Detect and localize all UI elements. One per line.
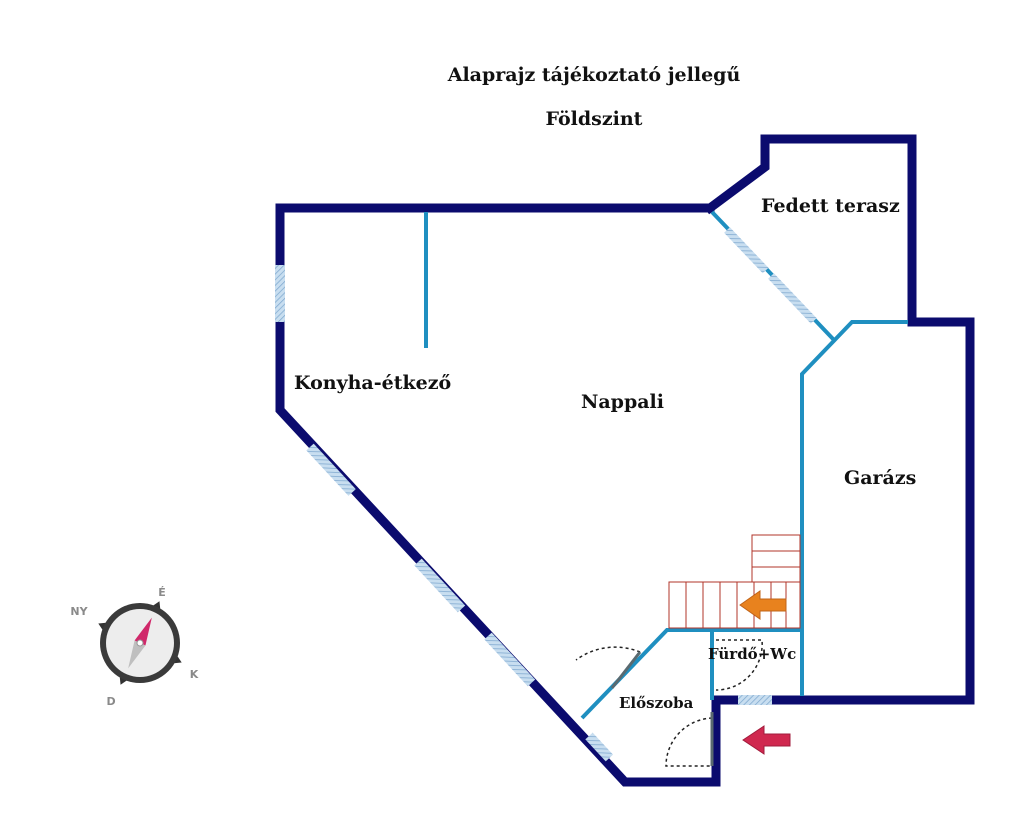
bathroom-door-swing: [715, 639, 763, 691]
entry-door-swing: [665, 717, 713, 767]
window-west: [275, 265, 285, 322]
window-sw-3: [484, 632, 536, 687]
hall-wall: [580, 628, 802, 720]
window-terrace-1: [724, 227, 769, 274]
compass-south-label: D: [106, 695, 115, 708]
plan-title: Alaprajz tájékoztató jellegű: [447, 64, 741, 86]
stairs-arrow: [739, 590, 787, 620]
floor-label: Földszint: [545, 108, 643, 130]
compass-needle-south: [128, 640, 146, 669]
main-outer-wall: [275, 134, 975, 787]
room-label-bathroom: Fürdő+Wc: [708, 645, 797, 663]
compass-west-label: NY: [70, 605, 88, 618]
room-label-garage: Garázs: [844, 467, 917, 489]
outer-walls: [275, 134, 975, 787]
room-label-living: Nappali: [581, 391, 664, 413]
window-sw-2: [414, 558, 466, 613]
window-bathroom: [738, 695, 772, 705]
room-label-kitchen: Konyha-étkező: [294, 372, 452, 394]
doors: [575, 639, 763, 767]
garage-wall: [800, 320, 908, 696]
compass-east-label: K: [190, 668, 199, 681]
compass-needle-north: [134, 617, 152, 646]
hall-door-leaf: [610, 651, 642, 689]
room-label-hall: Előszoba: [619, 694, 694, 712]
entry-arrow: [742, 725, 791, 755]
windows: [275, 227, 817, 762]
compass: É NY K D: [70, 586, 199, 708]
window-terrace-2: [768, 273, 817, 324]
compass-north-label: É: [158, 586, 166, 599]
staircase: [668, 534, 801, 629]
hall-door-swing: [575, 646, 641, 661]
room-label-terrace: Fedett terasz: [761, 195, 900, 217]
window-sw-4: [585, 732, 614, 762]
window-sw-1: [306, 443, 356, 496]
